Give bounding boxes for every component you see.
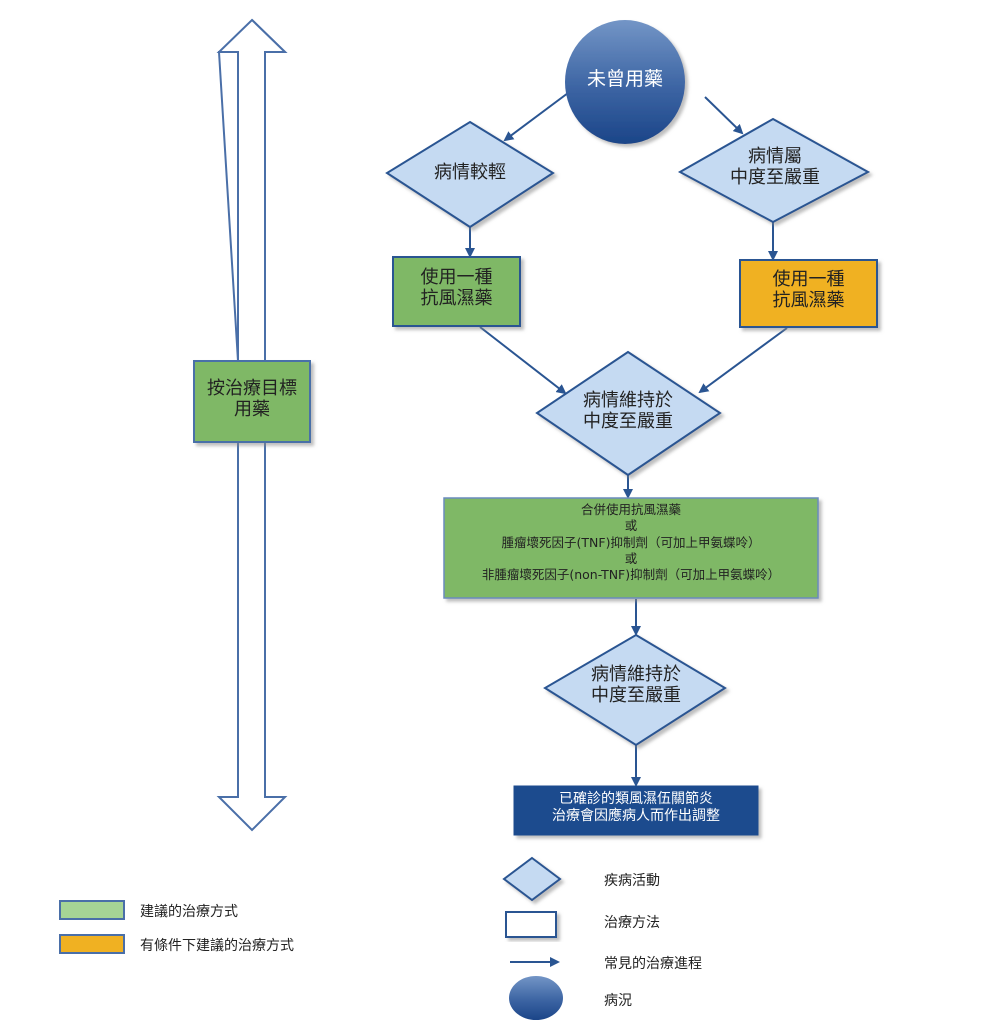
final-box	[513, 785, 759, 836]
single-dmard-left-line1: 使用一種	[420, 267, 493, 288]
persist-1-label: 病情維持於 中度至嚴重	[553, 390, 703, 432]
mild-label: 病情較輕	[434, 162, 506, 183]
persist-1-line2: 中度至嚴重	[583, 411, 673, 433]
legend-swatch-conditional	[59, 934, 125, 954]
connectors	[465, 92, 788, 787]
persist-2-label: 病情維持於 中度至嚴重	[561, 664, 711, 706]
legend-conditional-label: 有條件下建議的治療方式	[140, 938, 294, 954]
single-dmard-left-line2: 抗風濕藥	[420, 288, 493, 310]
legend-condition-label: 病況	[604, 993, 632, 1009]
persist-2-line2: 中度至嚴重	[591, 685, 681, 707]
treat-to-target-box	[193, 360, 311, 443]
severe-label: 病情屬 中度至嚴重	[700, 146, 850, 188]
treat-to-target-label: 按治療目標 用藥	[194, 378, 310, 420]
single-dmard-left-box	[392, 256, 521, 327]
legend-rectangle-icon	[505, 911, 557, 938]
start-label: 未曾用藥	[586, 68, 663, 90]
single-dmard-left-label: 使用一種 抗風濕藥	[393, 267, 520, 309]
connector-rightbox-to-persist	[698, 327, 788, 394]
severe-label-line1: 病情屬	[748, 146, 802, 167]
final-label: 已確診的類風濕伍關節炎 治療會因應病人而作出調整	[514, 791, 758, 824]
single-dmard-right-box	[739, 259, 878, 328]
persist-1-line1: 病情維持於	[583, 390, 673, 411]
single-dmard-right-line2: 抗風濕藥	[772, 290, 845, 312]
mild-diamond	[385, 120, 555, 229]
connector-leftbox-to-persist	[479, 326, 567, 395]
combo-line5: 非腫瘤壞死因子(non-TNF)抑制劑（可加上甲氨蝶呤）	[481, 567, 781, 582]
combo-line1: 合併使用抗風濕藥	[580, 502, 681, 517]
legend-ellipse-icon	[509, 976, 563, 1020]
final-line1: 已確診的類風濕伍關節炎	[559, 791, 713, 807]
connector-start-to-mild	[503, 92, 569, 142]
legend-treatment-label: 治療方法	[604, 915, 660, 931]
combo-line2: 或	[624, 518, 638, 534]
combo-box	[443, 497, 819, 599]
single-dmard-right-label: 使用一種 抗風濕藥	[740, 269, 877, 311]
legend-disease-activity-label: 疾病活動	[604, 873, 660, 889]
legend-recommended-label: 建議的治療方式	[140, 904, 238, 920]
legend-swatch-recommended	[59, 900, 125, 920]
legend-progression-label: 常見的治療進程	[604, 956, 702, 972]
start-ellipse	[565, 20, 685, 144]
combo-line4: 或	[624, 550, 638, 566]
final-line2: 治療會因應病人而作出調整	[552, 807, 720, 824]
persist-diamond-1	[535, 350, 722, 477]
legend-diamond-icon	[502, 856, 562, 902]
persist-diamond-2	[543, 633, 727, 747]
combo-label: 合併使用抗風濕藥 或 腫瘤壞死因子(TNF)抑制劑（可加上甲氨蝶呤） 或 非腫瘤…	[444, 502, 818, 583]
connector-start-to-severe	[704, 96, 744, 135]
persist-2-line1: 病情維持於	[591, 664, 681, 685]
double-arrow-top-head	[216, 18, 288, 362]
severe-diamond	[677, 117, 871, 224]
combo-line3: 腫瘤壞死因子(TNF)抑制劑（可加上甲氨蝶呤）	[501, 534, 761, 550]
severe-label-line2: 中度至嚴重	[730, 167, 820, 189]
single-dmard-right-line1: 使用一種	[772, 269, 845, 290]
double-arrow-bottom-head	[216, 441, 288, 832]
treat-to-target-line2: 用藥	[234, 399, 270, 421]
treat-to-target-line1: 按治療目標	[207, 378, 297, 399]
